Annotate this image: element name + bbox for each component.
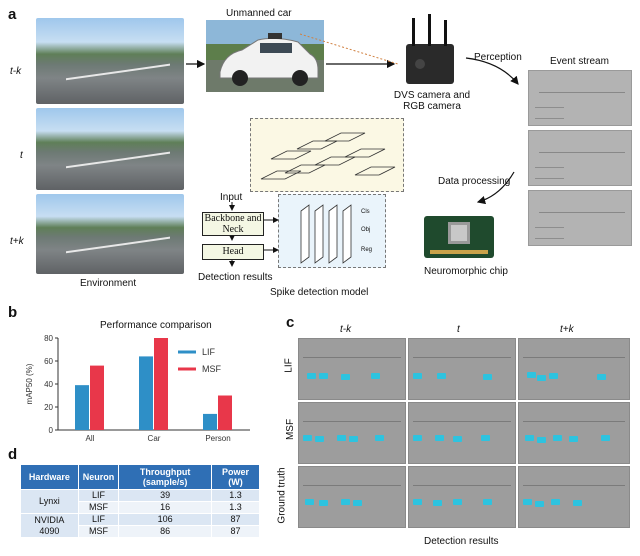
y-tick-label: 60 [44, 357, 53, 366]
neuromorphic-chip-image [424, 216, 494, 258]
header-hardware: Hardware [20, 464, 79, 490]
data-processing-label: Data processing [438, 176, 511, 187]
dvs-camera-image [406, 14, 454, 84]
detection-msf-t-plus-k [518, 402, 630, 464]
detection-msf-t-minus-k [298, 402, 406, 464]
camera-label: DVS camera and RGB camera [393, 90, 471, 112]
legend-label-lif: LIF [202, 347, 216, 357]
head-diagram: Cls Obj Reg [278, 194, 386, 268]
col-label-t-minus-k: t-k [340, 324, 352, 335]
power-cell: 1.3 [210, 489, 261, 502]
table-row: NVIDIA 4090 LIF 106 87 [20, 513, 261, 538]
panel-label-c: c [286, 314, 295, 331]
x-tick-label: All [86, 434, 95, 443]
detection-gt-t-minus-k [298, 466, 406, 528]
y-tick-label: 20 [44, 403, 53, 412]
power-cell: 1.3 [210, 501, 261, 514]
neuron-cell: MSF [77, 525, 120, 538]
panel-label-b: b [8, 304, 18, 321]
bar-lif-person [203, 413, 217, 430]
performance-bar-chart: 0 20 40 60 80 mAP50 (%) All Car Person LIF MSF [25, 334, 250, 443]
model-label: Spike detection model [270, 287, 369, 298]
frame-label-t-minus-k: t-k [10, 66, 22, 77]
header-neuron: Neuron [77, 464, 120, 490]
chart-title: Performance comparison [100, 320, 212, 331]
neuron-cell: LIF [77, 513, 120, 526]
table-row: Lynxi LIF 39 1.3 [20, 489, 261, 514]
head-box: Head [202, 244, 264, 260]
input-label: Input [220, 192, 243, 203]
car-label: Unmanned car [226, 8, 292, 19]
environment-frame-t [36, 108, 184, 190]
frame-label-t-plus-k: t+k [10, 236, 24, 247]
throughput-cell: 106 [118, 513, 212, 526]
throughput-cell: 16 [118, 501, 212, 514]
event-stream-label: Event stream [550, 56, 609, 67]
event-frame-2 [528, 130, 632, 186]
perception-label: Perception [474, 52, 522, 63]
detection-msf-t [408, 402, 516, 464]
row-label-msf: MSF [285, 418, 297, 441]
legend-label-msf: MSF [202, 364, 222, 374]
frame-label-t: t [20, 150, 23, 161]
head-output-cls: Cls [361, 209, 370, 215]
head-output-reg: Reg [361, 247, 373, 253]
row-label-lif: LIF [283, 358, 295, 373]
detection-gt-t [408, 466, 516, 528]
neuron-cell: MSF [77, 501, 120, 514]
col-label-t: t [457, 324, 460, 335]
detection-results-label-a: Detection results [198, 272, 273, 283]
detection-lif-t-minus-k [298, 338, 406, 400]
y-tick-label: 40 [44, 380, 53, 389]
panel-label-a: a [8, 6, 17, 23]
power-cell: 87 [210, 513, 261, 526]
detection-lif-t-plus-k [518, 338, 630, 400]
y-tick-label: 0 [49, 426, 54, 435]
col-label-t-plus-k: t+k [560, 324, 574, 335]
x-tick-label: Person [205, 434, 230, 443]
panel-label-d: d [8, 446, 18, 463]
environment-frame-t-minus-k [36, 18, 184, 104]
hardware-table: Hardware Neuron Throughput (sample/s) Po… [20, 464, 261, 538]
bar-lif-all [75, 385, 89, 430]
x-tick-label: Car [148, 434, 161, 443]
header-throughput: Throughput (sample/s) [118, 464, 212, 490]
throughput-cell: 86 [118, 525, 212, 538]
chip-label: Neuromorphic chip [424, 266, 508, 277]
backbone-box: Backbone and Neck [202, 212, 264, 236]
detection-results-label-c: Detection results [424, 536, 499, 547]
bar-msf-all [90, 365, 104, 430]
hardware-lynxi: Lynxi [20, 489, 79, 514]
detection-lif-t [408, 338, 516, 400]
y-axis-label: mAP50 (%) [25, 363, 34, 404]
backbone-diagram [250, 118, 404, 192]
throughput-cell: 39 [118, 489, 212, 502]
bar-msf-car [154, 338, 168, 430]
power-cell: 87 [210, 525, 261, 538]
row-label-ground-truth: Ground truth [276, 467, 288, 524]
hardware-nvidia: NVIDIA 4090 [20, 513, 79, 538]
header-power: Power (W) [210, 464, 261, 490]
detection-gt-t-plus-k [518, 466, 630, 528]
bar-lif-car [139, 356, 153, 430]
event-frame-1 [528, 70, 632, 126]
neuron-cell: LIF [77, 489, 120, 502]
event-frame-3 [528, 190, 632, 246]
y-tick-label: 80 [44, 334, 53, 343]
environment-frame-t-plus-k [36, 194, 184, 274]
panel-a-arrows [186, 33, 519, 205]
environment-label: Environment [80, 278, 137, 289]
head-output-obj: Obj [361, 227, 371, 233]
bar-msf-person [218, 395, 232, 430]
table-row: MSF 86 87 [21, 525, 261, 538]
unmanned-car-image [206, 20, 324, 92]
